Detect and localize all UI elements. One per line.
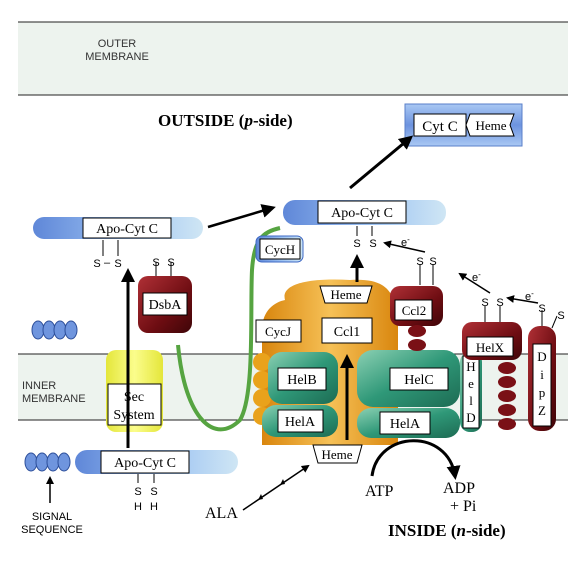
ccl-heme-label: Heme bbox=[330, 287, 361, 302]
sec-system: Sec System bbox=[106, 350, 163, 432]
inside-label: INSIDE (n-side) bbox=[388, 521, 506, 540]
hela-left-label: HelA bbox=[285, 415, 316, 430]
hela-right-label: HelA bbox=[390, 417, 421, 432]
ccl1-label: Ccl1 bbox=[334, 325, 360, 340]
s-label: S bbox=[114, 258, 121, 270]
electron-label: e- bbox=[472, 270, 481, 284]
apo-cytc-bottom-label: Apo-Cyt C bbox=[114, 456, 176, 471]
helc-label: HelC bbox=[404, 373, 434, 388]
inner-membrane-label: INNER bbox=[22, 380, 56, 392]
sulfhydryl-bottom: S S H H bbox=[134, 474, 158, 513]
ala-label: ALA bbox=[205, 505, 238, 522]
electron-arrow-2 bbox=[458, 272, 491, 294]
signal-sequence-label: SIGNAL bbox=[32, 511, 72, 523]
helx-label: HelX bbox=[476, 340, 505, 355]
s-label: S bbox=[538, 303, 545, 315]
helx: HelX S S bbox=[462, 297, 522, 430]
apo-cytc-left-label: Apo-Cyt C bbox=[96, 222, 158, 237]
dipz: D i p Z S S bbox=[528, 303, 565, 431]
apo-cytc-middle-label: Apo-Cyt C bbox=[331, 206, 393, 221]
dsba: DsbA S S bbox=[138, 257, 192, 333]
signal-peptide-helix bbox=[31, 320, 78, 340]
outer-membrane-label: OUTER bbox=[98, 38, 137, 50]
s-label: S bbox=[167, 257, 174, 269]
sec-system-label: System bbox=[113, 408, 154, 423]
electron-arrow-3 bbox=[506, 295, 539, 304]
signal-sequence-label-2: SEQUENCE bbox=[21, 524, 83, 536]
dsba-label: DsbA bbox=[149, 298, 183, 313]
dipz-letter: i bbox=[540, 367, 544, 382]
cych-label: CycH bbox=[265, 242, 295, 257]
arrow-ala-to-heme bbox=[242, 464, 310, 511]
cycj-label: CycJ bbox=[265, 324, 291, 339]
cytc-heme-label: Heme bbox=[475, 118, 506, 133]
helb-complex: HelB HelA bbox=[262, 352, 338, 437]
helb-label: HelB bbox=[287, 373, 317, 388]
s-label: S bbox=[429, 256, 436, 268]
s-label: S bbox=[496, 297, 503, 309]
h-label: H bbox=[150, 501, 158, 513]
pi-label: + Pi bbox=[450, 498, 477, 515]
ccl2-label: Ccl2 bbox=[402, 303, 427, 318]
cytc-label: Cyt C bbox=[422, 119, 457, 135]
electron-label: e- bbox=[401, 235, 410, 249]
heme-bottom-label: Heme bbox=[321, 447, 352, 462]
s-label: S bbox=[152, 257, 159, 269]
dipz-letter: D bbox=[537, 349, 546, 364]
arrow-apo-to-cytc bbox=[349, 135, 414, 190]
h-label: H bbox=[134, 501, 142, 513]
apo-cytc-left: Apo-Cyt C bbox=[33, 217, 203, 239]
s-label: S bbox=[134, 486, 141, 498]
ccl2: Ccl2 S S bbox=[390, 256, 443, 351]
arrow-atp-to-adp bbox=[370, 439, 461, 480]
apo-cytc-bottom: Apo-Cyt C bbox=[24, 450, 238, 474]
helc-complex: HelC HelA bbox=[357, 350, 460, 438]
held-letter: D bbox=[466, 410, 475, 425]
electron-label: e- bbox=[525, 289, 534, 303]
s-label: S bbox=[416, 256, 423, 268]
disulfide-left: S – S bbox=[93, 240, 122, 270]
held: H e l D bbox=[460, 352, 482, 432]
held-letter: H bbox=[466, 359, 475, 374]
s-label: S bbox=[93, 258, 100, 270]
s-label: S bbox=[369, 238, 376, 250]
atp-label: ATP bbox=[365, 483, 394, 500]
s-label: S bbox=[353, 238, 360, 250]
electron-arrow-1 bbox=[383, 240, 426, 253]
held-letter: l bbox=[469, 393, 473, 408]
cych-loop bbox=[176, 226, 281, 432]
s-label: S bbox=[557, 310, 564, 322]
adp-label: ADP bbox=[443, 480, 475, 497]
dipz-letter: p bbox=[539, 385, 546, 400]
outer-membrane-label-2: MEMBRANE bbox=[85, 51, 149, 63]
s-label: S bbox=[481, 297, 488, 309]
cych: CycH bbox=[255, 235, 304, 263]
apo-cytc-middle: Apo-Cyt C bbox=[283, 200, 446, 225]
dash-label: – bbox=[104, 257, 111, 269]
outside-label: OUTSIDE (p-side) bbox=[158, 111, 293, 130]
cytc-complex: Cyt C Heme bbox=[404, 103, 523, 147]
inner-membrane-label-2: MEMBRANE bbox=[22, 393, 86, 405]
outer-membrane: OUTER MEMBRANE bbox=[18, 21, 568, 96]
s-label: S bbox=[150, 486, 157, 498]
held-letter: e bbox=[468, 376, 474, 391]
arrow-apo-left-to-mid bbox=[207, 204, 276, 229]
disulfide-middle: S S e- bbox=[353, 226, 410, 250]
dipz-letter: Z bbox=[538, 403, 546, 418]
